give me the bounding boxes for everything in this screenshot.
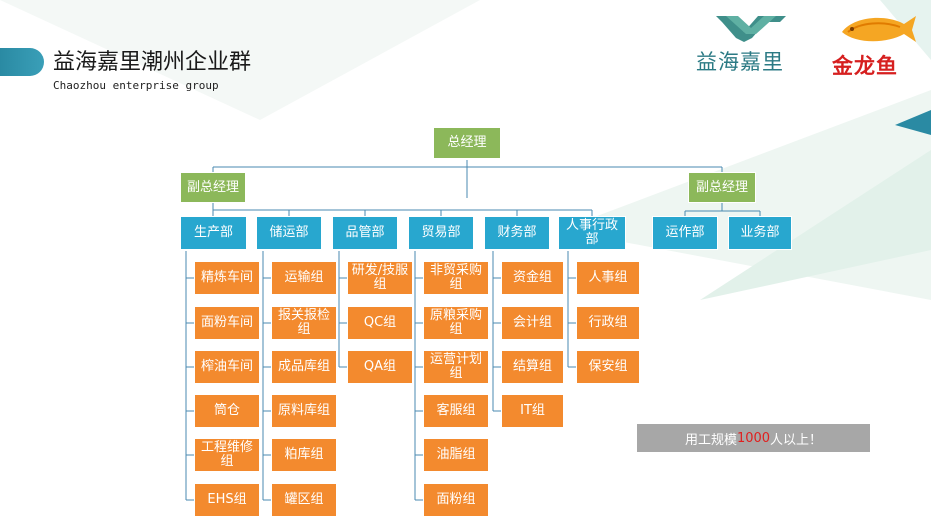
group-box: 运输组 — [271, 261, 337, 295]
group-box: 筒仓 — [194, 394, 260, 428]
group-box: EHS组 — [194, 483, 260, 517]
group-box: 粕库组 — [271, 438, 337, 472]
group-box: 人事组 — [576, 261, 640, 295]
title-accent-bar — [0, 48, 44, 76]
note-suffix: 人以上！ — [770, 432, 823, 448]
dept-trade: 贸易部 — [408, 216, 474, 250]
brand2-text: 金龙鱼 — [832, 54, 898, 78]
dept-storage-transport: 储运部 — [256, 216, 322, 250]
note-number: 1000 — [736, 430, 771, 446]
gm-box: 总经理 — [433, 127, 501, 159]
group-box: 成品库组 — [271, 350, 337, 384]
brand1-text: 益海嘉里 — [696, 50, 784, 74]
dept-business: 业务部 — [728, 216, 792, 250]
vp-right-box: 副总经理 — [688, 172, 756, 203]
group-box: 罐区组 — [271, 483, 337, 517]
group-box: 运营计划组 — [423, 350, 489, 384]
group-box: 结算组 — [501, 350, 564, 384]
group-box: 精炼车间 — [194, 261, 260, 295]
dept-production: 生产部 — [180, 216, 247, 250]
wave-mark-icon — [716, 16, 786, 42]
group-box: 原料库组 — [271, 394, 337, 428]
group-box: 客服组 — [423, 394, 489, 428]
group-box: 原粮采购组 — [423, 306, 489, 340]
page-subtitle: Chaozhou enterprise group — [53, 79, 219, 92]
group-box: QA组 — [347, 350, 413, 384]
dept-hr-admin: 人事行政部 — [558, 216, 626, 250]
group-box: 油脂组 — [423, 438, 489, 472]
dept-finance: 财务部 — [484, 216, 550, 250]
page-title: 益海嘉里潮州企业群 — [53, 50, 252, 75]
group-box: 资金组 — [501, 261, 564, 295]
group-box: 榨油车间 — [194, 350, 260, 384]
arowana-logo: 金龙鱼 — [830, 12, 920, 80]
group-box: 面粉车间 — [194, 306, 260, 340]
yihai-kerry-logo: 益海嘉里 — [696, 16, 806, 76]
group-box: 报关报检组 — [271, 306, 337, 340]
group-box: QC组 — [347, 306, 413, 340]
note-prefix: 用工规模 — [684, 432, 737, 448]
group-box: 非贸采购组 — [423, 261, 489, 295]
vp-left-box: 副总经理 — [180, 172, 246, 203]
fish-icon — [842, 16, 916, 42]
group-box: 研发/技服组 — [347, 261, 413, 295]
group-box: 会计组 — [501, 306, 564, 340]
group-box: IT组 — [501, 394, 564, 428]
group-box: 保安组 — [576, 350, 640, 384]
group-box: 工程维修组 — [194, 438, 260, 472]
dept-quality: 品管部 — [332, 216, 398, 250]
group-box: 行政组 — [576, 306, 640, 340]
group-box: 面粉组 — [423, 483, 489, 517]
dept-operations: 运作部 — [652, 216, 718, 250]
